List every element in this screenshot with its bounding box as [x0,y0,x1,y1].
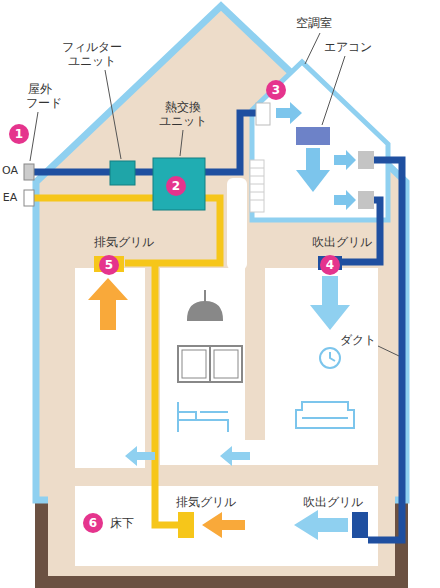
air-arrow [202,512,245,538]
callout-number: 4 [320,255,340,275]
stairwell [227,178,247,270]
callout-number: 3 [266,80,286,100]
supply-grille [352,512,368,538]
air-arrow [310,276,350,330]
callout-number: 5 [99,255,119,275]
heat-exchanger [153,158,205,210]
aircon-room [252,62,388,220]
air-arrow [220,446,250,466]
aircon-label: エアコン [324,40,372,54]
callout-number: 1 [9,124,29,144]
grille-label: 排気グリル [176,495,236,509]
room [75,268,145,468]
inlet-grille [256,103,270,125]
room [160,268,245,465]
floor-base [48,476,395,576]
supply-duct [368,160,402,540]
air-arrow [125,446,155,466]
port-label: OA [2,164,18,177]
plenum [358,191,374,209]
room-icons [178,290,242,382]
area-label: 床下 [110,516,134,530]
hood [24,164,34,180]
air-arrow [276,102,302,124]
port-label: EA [3,191,17,204]
underfloor [75,486,378,566]
unit-label: 熱交換 ユニット [157,100,209,129]
grille-label: 吹出グリル [312,235,372,249]
callout-number: 2 [166,176,186,196]
room-label: 空調室 [296,16,332,30]
hood [24,190,34,206]
duct-label: ダクト [338,333,378,347]
plenum [358,151,374,169]
hood-label: 屋外 フード [26,82,54,111]
callout-number: 6 [83,513,103,533]
filter-unit [110,161,135,185]
ea-duct [155,263,178,525]
air-arrow [296,148,330,192]
room [265,268,378,465]
air-arrow [88,278,128,330]
grille-label: 吹出グリル [303,495,363,509]
room [160,440,378,465]
unit-label: フィルター ユニット [60,40,124,69]
aircon [296,127,330,145]
oa-duct [30,113,256,172]
room-icons [178,348,354,432]
exhaust-grille [178,512,194,538]
air-arrow [294,510,348,540]
leader-lines [30,33,399,356]
air-arrow [334,190,356,210]
grille [250,160,264,212]
air-arrow [334,150,356,170]
grille-label: 排気グリル [94,235,154,249]
